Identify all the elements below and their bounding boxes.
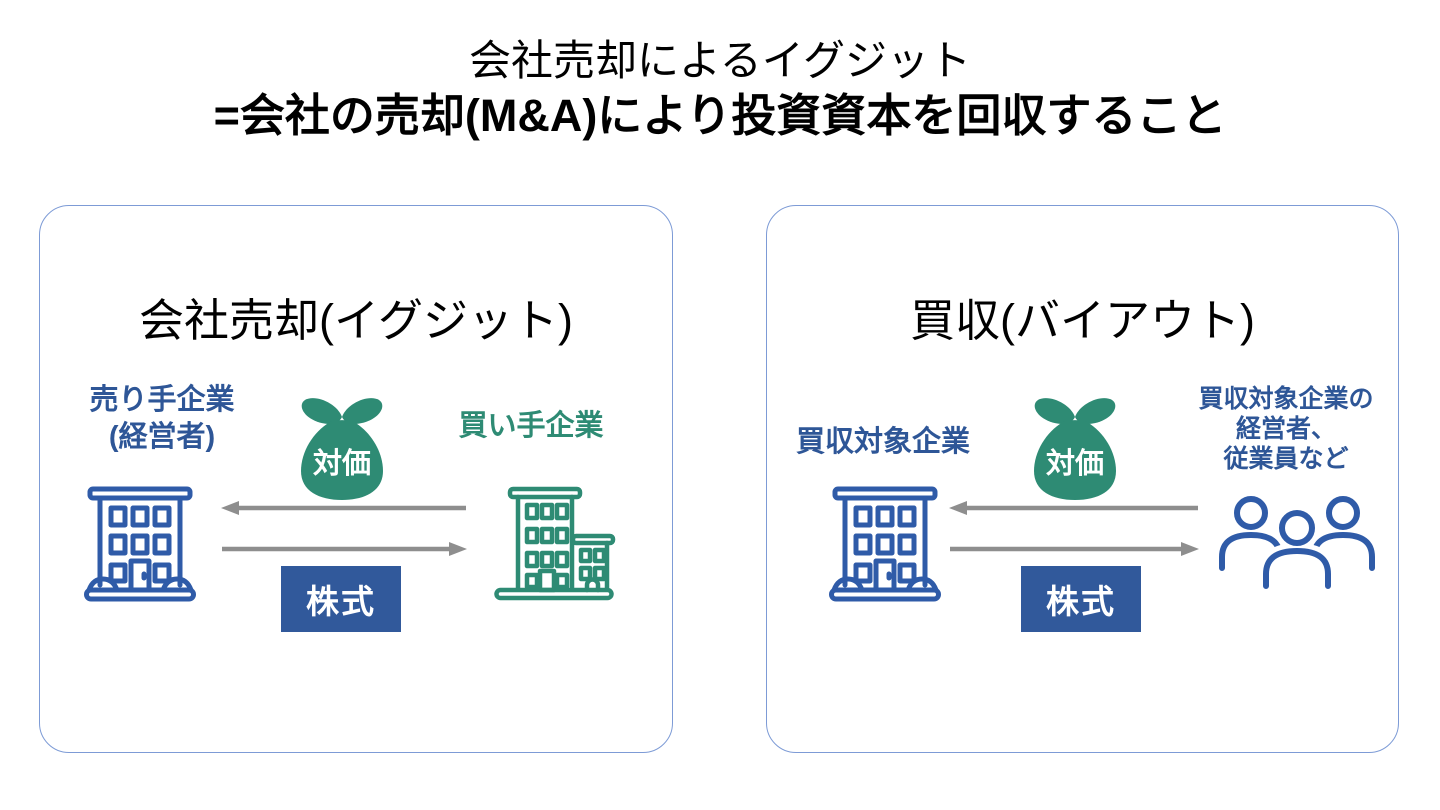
target-building-icon bbox=[829, 484, 941, 608]
acquirer-group-label: 買収対象企業の 経営者、 従業員など bbox=[1179, 384, 1393, 474]
consideration-badge: 対価 bbox=[294, 396, 390, 502]
arrow-left-icon bbox=[221, 501, 466, 515]
acquirer-people-icon bbox=[1215, 494, 1379, 592]
consideration-badge: 対価 bbox=[1027, 396, 1123, 502]
stock-badge-label: 株式 bbox=[1046, 583, 1116, 620]
seller-company-label-line1: 売り手企業 bbox=[89, 384, 235, 416]
stock-badge: 株式 bbox=[281, 566, 401, 632]
arrow-right-icon bbox=[950, 542, 1199, 556]
consideration-badge-label: 対価 bbox=[1045, 448, 1104, 480]
seller-building-icon bbox=[84, 484, 196, 608]
exit-panel-title: 会社売却(イグジット) bbox=[138, 295, 574, 346]
acquirer-group-label-line3: 従業員など bbox=[1223, 445, 1349, 473]
target-company-label: 買収対象企業 bbox=[795, 426, 970, 458]
arrow-right-icon bbox=[222, 542, 467, 556]
acquirer-group-label-line2: 経営者、 bbox=[1235, 415, 1336, 443]
money-bag-icon bbox=[301, 398, 383, 500]
main-title: 会社売却によるイグジット =会社の売却(M&A)により投資資本を回収すること bbox=[0, 34, 1440, 144]
buyer-buildings-icon bbox=[494, 484, 616, 608]
acquirer-group-label-line1: 買収対象企業の bbox=[1198, 385, 1374, 413]
stock-badge-label: 株式 bbox=[306, 583, 376, 620]
arrow-left-icon bbox=[949, 501, 1198, 515]
seller-company-label: 売り手企業 (経営者) bbox=[50, 382, 274, 456]
buyout-panel: 買収(バイアウト) 買収対象企業 対価 買収対象企業の 経営者、 従業員など bbox=[766, 205, 1399, 753]
stock-arrow bbox=[221, 541, 467, 557]
consideration-badge-label: 対価 bbox=[312, 448, 371, 480]
buyer-company-label: 買い手企業 bbox=[458, 410, 604, 442]
exit-panel: 会社売却(イグジット) 売り手企業 (経営者) 対価 買い手企業 bbox=[39, 205, 673, 753]
seller-company-label-line2: (経営者) bbox=[108, 421, 216, 453]
main-title-line2: =会社の売却(M&A)により投資資本を回収すること bbox=[213, 90, 1227, 141]
consideration-arrow bbox=[221, 500, 467, 516]
buyout-panel-title: 買収(バイアウト) bbox=[910, 295, 1255, 346]
money-bag-icon bbox=[1034, 398, 1116, 500]
consideration-arrow bbox=[949, 500, 1199, 516]
main-title-line1: 会社売却によるイグジット bbox=[469, 37, 971, 84]
stock-badge: 株式 bbox=[1021, 566, 1141, 632]
stock-arrow bbox=[949, 541, 1199, 557]
